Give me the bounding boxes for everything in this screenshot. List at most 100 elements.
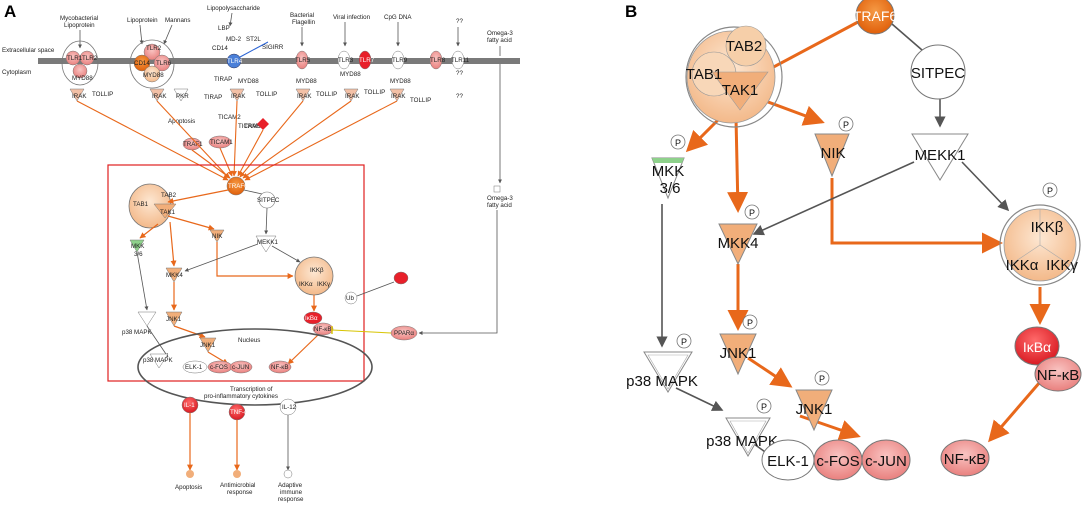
ikk-complex-b: P IKKβ IKKα IKKγ xyxy=(999,182,1081,286)
irak-6: IRAK xyxy=(391,93,406,100)
tab1-a: TAB1 xyxy=(133,201,149,208)
nfkb-label-b2: NF-κB xyxy=(944,451,987,468)
tlr8-node xyxy=(429,50,443,70)
myd88-node-2: MYD88 xyxy=(143,72,164,79)
irak-node-4 xyxy=(295,88,311,102)
nucleus xyxy=(137,328,373,406)
cjun-node-a xyxy=(229,360,253,374)
ticam1-label: TICAM1 xyxy=(210,139,233,146)
traf6-label-a: TRAF6 xyxy=(228,183,248,190)
irak-4: IRAK xyxy=(297,93,312,100)
nfkb-node-b1: NF-κB xyxy=(1034,356,1082,392)
tlr2-node-b: TLR2 xyxy=(146,45,162,52)
myd88-4: MYD88 xyxy=(296,78,317,85)
irak-node-2 xyxy=(149,88,165,102)
panel-a: A Extracellular space Cytoplasm Mycobact… xyxy=(2,2,520,503)
nik-node-a xyxy=(209,229,225,243)
cjun-node-b: c-JUN xyxy=(861,439,911,481)
cfos-label-b: c-FOS xyxy=(816,453,859,470)
ikba-label-b: IκBα xyxy=(1023,339,1051,355)
mkk36-label-b: 3/6 xyxy=(660,180,681,197)
tlr4-node xyxy=(226,53,242,69)
adaptive-node xyxy=(283,469,293,479)
tollip-1: TOLLIP xyxy=(92,91,113,98)
upstream-edges xyxy=(76,100,398,181)
elk1-a: ELK-1 xyxy=(185,364,203,371)
panel-a-gray-edges xyxy=(136,189,395,358)
mkk-a: MKK xyxy=(131,243,145,250)
jnk1-node-b2: P JNK1 xyxy=(795,370,833,432)
irak-1: IRAK xyxy=(72,93,87,100)
adaptive-label-3: response xyxy=(278,496,304,503)
tollip-3: TOLLIP xyxy=(316,91,337,98)
apoptosis-top: Apoptosis xyxy=(168,118,195,125)
jnk1-node-a1 xyxy=(165,311,183,327)
highlight-box xyxy=(107,164,365,382)
adaptive-label-2: immune xyxy=(280,489,303,496)
tlr5-node xyxy=(295,50,309,70)
tlr9-node xyxy=(391,50,405,70)
tab-complex-b: TAB2 TAB1 TAK1 xyxy=(685,25,783,128)
traf1-label: TRAF1 xyxy=(183,141,203,148)
nucleus-label: Nucleus xyxy=(238,337,260,344)
ikkb-a: IKKβ xyxy=(310,267,324,274)
sitpec-node-b: SITPEC xyxy=(910,44,966,100)
irak-2: IRAK xyxy=(152,93,167,100)
traf4-label: TRAF4 xyxy=(244,123,264,130)
tlr1-tlr2-complex: TLR1 TLR2 MYD88 xyxy=(61,40,99,86)
ikky-label-b: IKKγ xyxy=(1046,257,1078,274)
mkk4-node-a xyxy=(165,267,183,283)
tollip-2: TOLLIP xyxy=(256,91,277,98)
tlr2-node: TLR2 xyxy=(82,55,98,62)
p-badge-mkk: P xyxy=(675,138,681,148)
tak1-label-b: TAK1 xyxy=(722,82,758,99)
ikka-a: IKKα xyxy=(299,281,313,288)
cell-membrane xyxy=(38,58,520,64)
nfkb-node-b2: NF-κB xyxy=(940,439,990,477)
nfkb-a1: NF-κB xyxy=(314,326,332,333)
sitpec-a: SITPEC xyxy=(257,197,280,204)
p38-label-b1: p38 MAPK xyxy=(626,373,698,390)
cd14-label: CD14 xyxy=(212,45,228,52)
nfkb-node-a1 xyxy=(312,322,334,336)
panel-b: B TRAF6 xyxy=(625,0,1082,481)
tirap-1: TIRAP xyxy=(204,94,222,101)
ligand-omega3: Omega-3 xyxy=(487,30,513,37)
ligand-mycobacterial: Mycobacterial xyxy=(60,15,98,22)
p-badge-nik: P xyxy=(843,120,849,130)
pkr-node xyxy=(173,88,189,102)
ligand-viral: Viral infection xyxy=(333,14,371,21)
ligand-bacterial: Bacterial xyxy=(290,12,314,19)
ikka-label-b: IKKα xyxy=(1006,257,1039,274)
cytoplasm-label: Cytoplasm xyxy=(2,69,31,76)
irak-5: IRAK xyxy=(345,93,360,100)
pkr-label: PKR xyxy=(176,93,189,100)
p38-node-b2: P p38 MAPK xyxy=(706,398,778,457)
unknown-2: ?? xyxy=(456,70,463,77)
ligand-omega3-2: fatty acid xyxy=(487,37,512,44)
tak1-node-a xyxy=(153,203,177,219)
myd88-3: MYD88 xyxy=(238,78,259,85)
jnk1-label-b2: JNK1 xyxy=(796,401,833,418)
extracellular-label: Extracellular space xyxy=(2,47,55,54)
tak1-a: TAK1 xyxy=(160,209,176,216)
tlr3-label: TLR3 xyxy=(338,57,354,64)
cfos-a: c-FOS xyxy=(210,364,228,371)
md2-label: MD-2 xyxy=(226,36,242,43)
ub-node xyxy=(344,291,358,305)
ticam1-b-label: TICAM1 xyxy=(238,123,261,130)
transcription-1: Transcription of xyxy=(230,386,273,393)
tlr11-node xyxy=(451,50,465,70)
tollip-5: TOLLIP xyxy=(410,97,431,104)
myd88-5: MYD88 xyxy=(340,71,361,78)
nfkb-node-a2 xyxy=(268,360,292,374)
tirap-2: TIRAP xyxy=(214,76,232,83)
mekk1-node-b: MEKK1 xyxy=(911,133,969,181)
tnfa-label: TNF-α xyxy=(230,409,248,416)
transcription-2: pro-inflammatory cytokines xyxy=(204,393,278,400)
elk1-node-a xyxy=(182,360,208,374)
mkk4-node-b: P MKK4 xyxy=(718,204,760,266)
myd88-node-1: MYD88 xyxy=(72,75,93,82)
tab2-a: TAB2 xyxy=(161,192,177,199)
